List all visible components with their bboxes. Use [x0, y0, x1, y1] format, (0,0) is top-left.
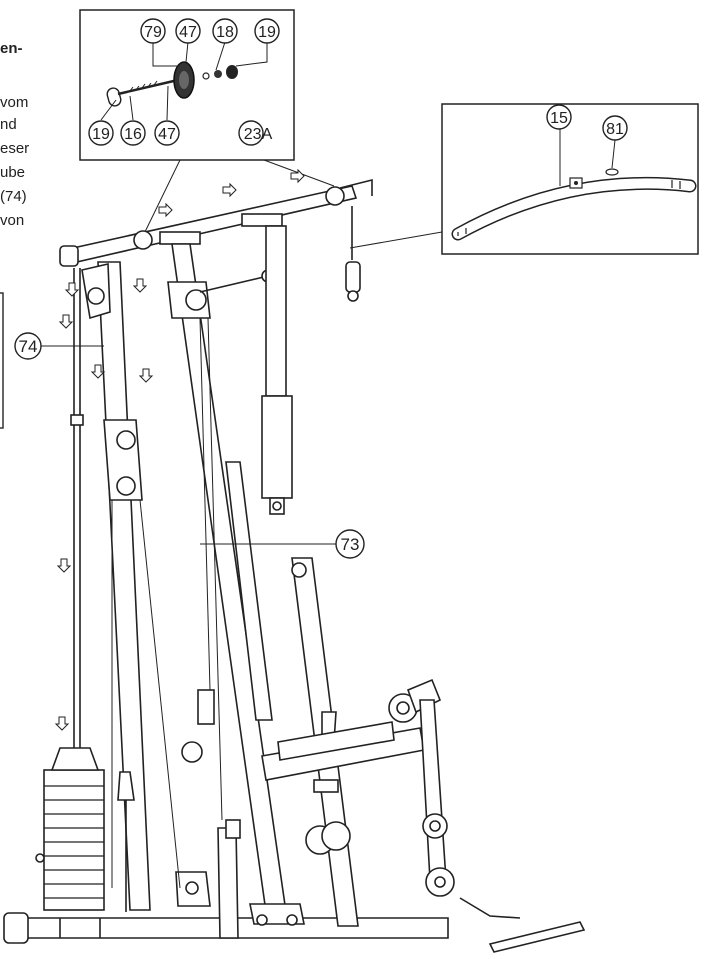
- callout-19: 19: [254, 18, 280, 44]
- lat-bar-detail-box: 15 81: [441, 103, 699, 255]
- sheet-label-23a: 23A: [238, 120, 273, 146]
- svg-text:15: 15: [550, 110, 568, 127]
- callout-16: 16: [120, 120, 146, 146]
- home-gym-frame: [3, 178, 586, 953]
- callout-81: 81: [602, 115, 628, 141]
- svg-text:79: 79: [144, 24, 162, 41]
- instruction-fragment: nd: [0, 116, 17, 133]
- svg-text:23A: 23A: [244, 126, 273, 143]
- svg-text:81: 81: [606, 121, 624, 138]
- svg-text:18: 18: [216, 24, 234, 41]
- instruction-fragment: en-: [0, 40, 23, 57]
- callout-19b: 19: [88, 120, 114, 146]
- svg-text:16: 16: [124, 126, 142, 143]
- bolt-icon: [106, 78, 179, 107]
- instruction-fragment: ube: [0, 164, 26, 181]
- side-box-edge: [0, 292, 4, 429]
- svg-text:47: 47: [179, 24, 197, 41]
- snap-hook-icon: [605, 168, 619, 176]
- svg-text:73: 73: [341, 535, 360, 554]
- instruction-fragment: eser: [0, 140, 30, 157]
- instruction-fragment: von: [0, 212, 25, 229]
- instruction-fragment: (74): [0, 188, 27, 205]
- hardware-detail-box: 79 47 18 19 19 16 47 23A: [79, 9, 295, 161]
- instruction-fragment: vom: [0, 94, 29, 111]
- nut-icon: [226, 65, 238, 79]
- callout-73: 73: [335, 529, 365, 559]
- callout-18: 18: [212, 18, 238, 44]
- pulley-icon: [173, 61, 195, 99]
- svg-text:19: 19: [258, 24, 276, 41]
- callout-15: 15: [546, 104, 572, 130]
- svg-text:19: 19: [92, 126, 110, 143]
- callout-74: 74: [14, 332, 42, 360]
- callout-47: 47: [175, 18, 201, 44]
- svg-text:74: 74: [19, 337, 38, 356]
- callout-79: 79: [140, 18, 166, 44]
- washer-icon: [214, 70, 222, 78]
- svg-text:47: 47: [158, 126, 176, 143]
- cable-lines: [111, 317, 223, 889]
- spacer-icon: [202, 72, 210, 80]
- callout-47b: 47: [154, 120, 180, 146]
